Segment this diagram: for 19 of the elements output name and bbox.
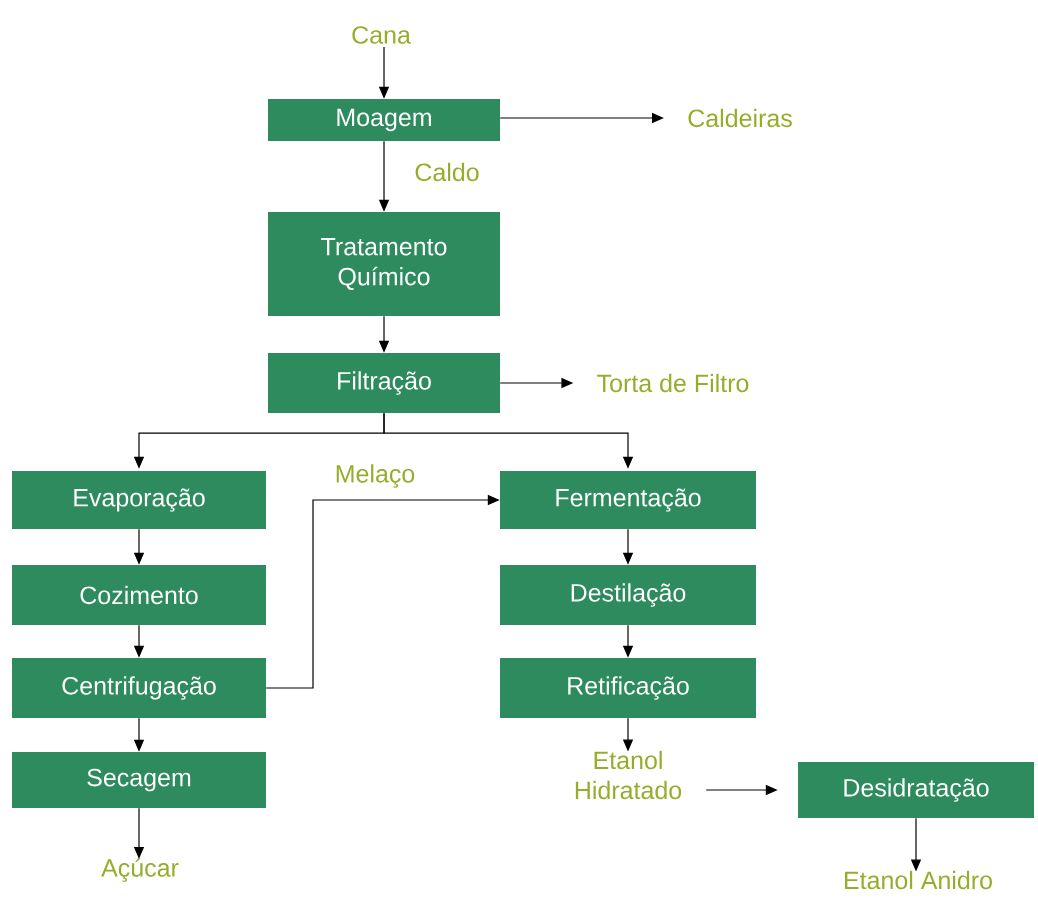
product-label: Etanol Anidro	[845, 870, 992, 890]
process-box: Desidratação	[798, 762, 1034, 818]
product-label: Torta de Filtro	[597, 373, 749, 393]
process-box: Destilação	[500, 565, 756, 625]
process-box: Tratamento Químico	[268, 212, 500, 316]
process-box: Secagem	[12, 752, 266, 808]
product-label: Caldeiras	[688, 108, 792, 128]
product-label: Açúcar	[101, 858, 179, 882]
edge-label: Caldo	[413, 161, 481, 183]
process-box: Evaporação	[12, 471, 266, 529]
process-box: Filtração	[268, 353, 500, 413]
product-label: Cana	[352, 26, 411, 44]
edge-label: Melaço	[333, 463, 417, 489]
process-box: Centrifugação	[12, 658, 266, 718]
process-box: Fermentação	[500, 471, 756, 529]
process-box: Cozimento	[12, 565, 266, 625]
process-box: Moagem	[268, 99, 500, 141]
process-box: Retificação	[500, 658, 756, 718]
product-label: Etanol Hidratado	[575, 750, 682, 800]
